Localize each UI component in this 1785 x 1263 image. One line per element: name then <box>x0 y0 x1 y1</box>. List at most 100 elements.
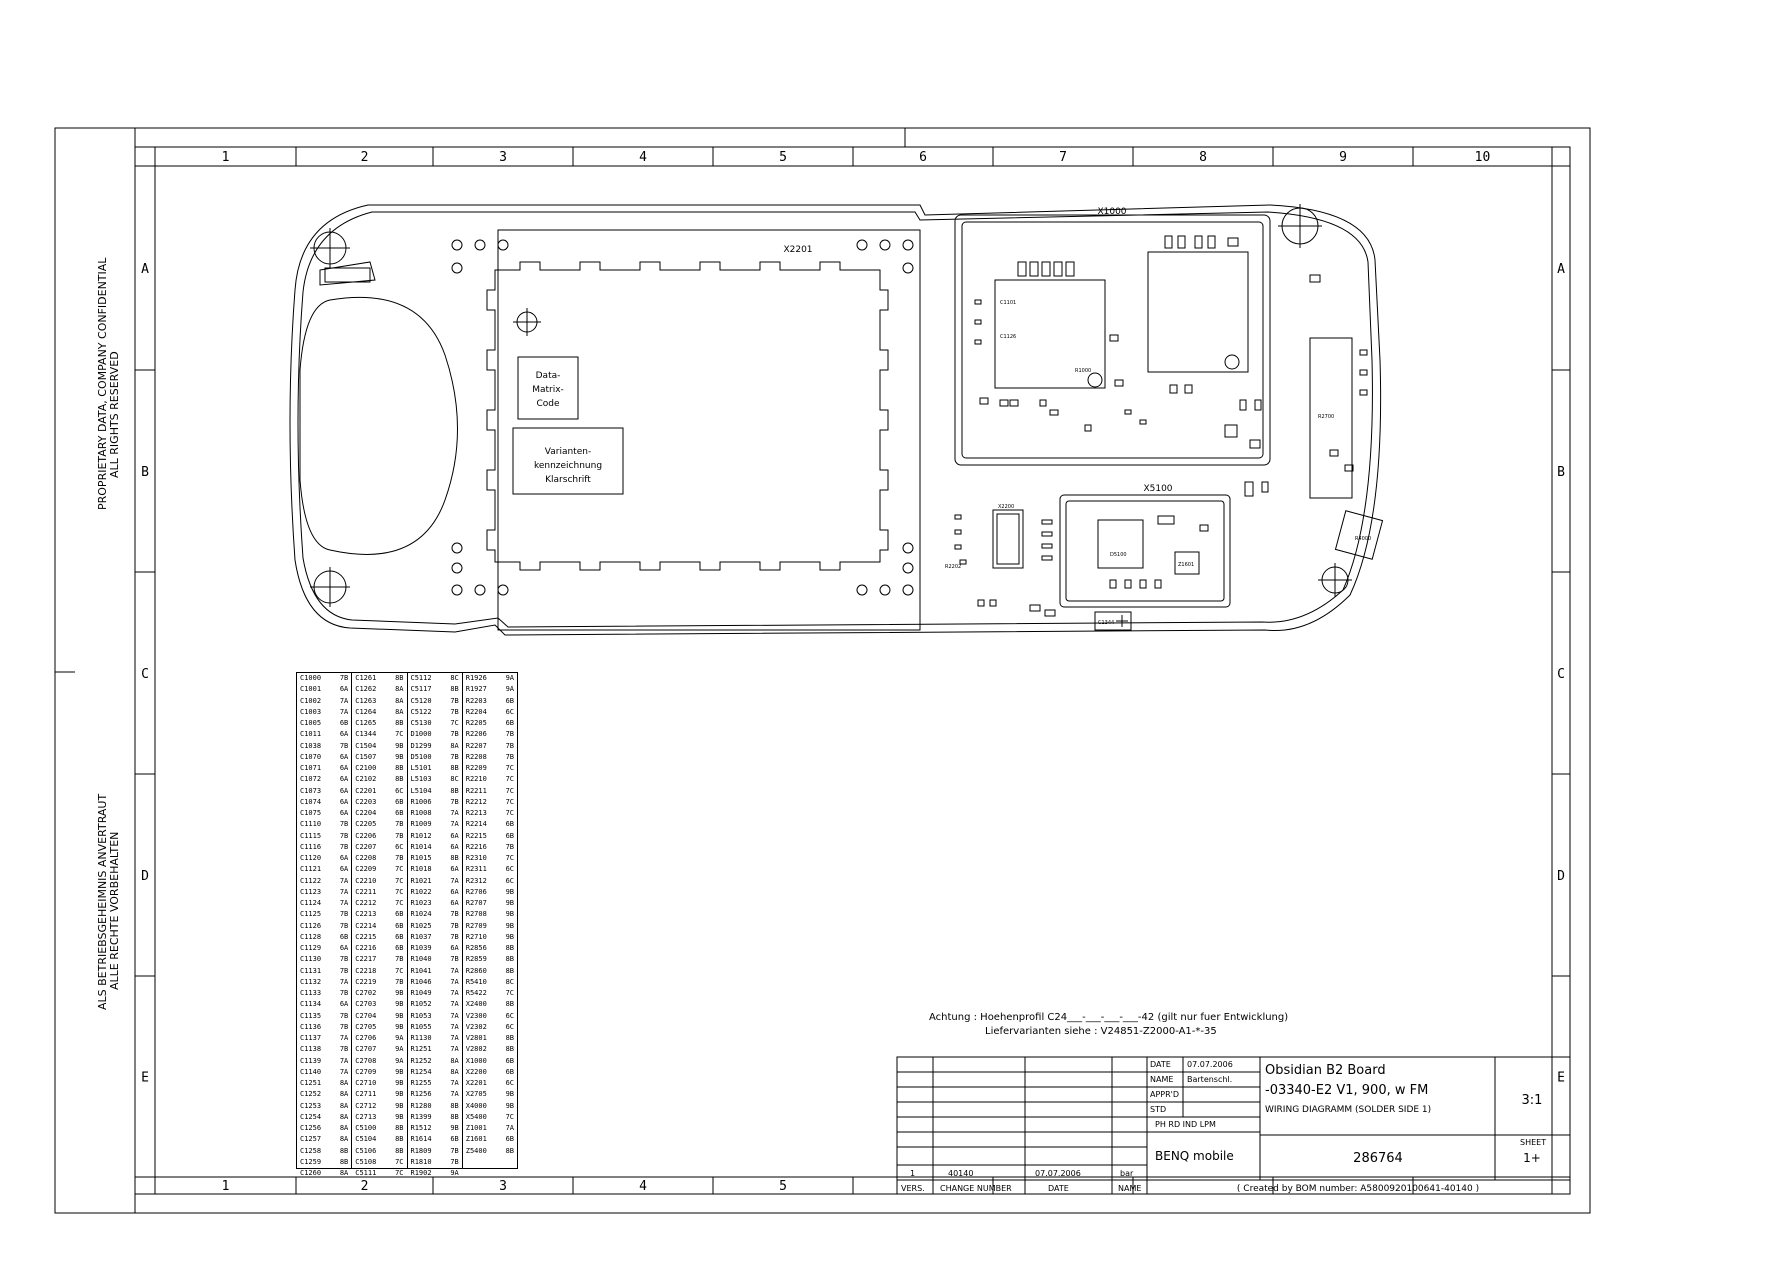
column-label: 9 <box>1339 150 1347 165</box>
component-pad <box>1041 531 1053 537</box>
part-label: C1344 <box>1098 620 1114 626</box>
board-variant: -03340-E2 V1, 900, w FM <box>1265 1083 1428 1098</box>
legend-grid-location: 8C <box>505 977 514 986</box>
legend-grid-location: 7C <box>505 775 514 784</box>
legend-grid-location: 7A <box>450 1034 459 1042</box>
legend-refdes: R2709 <box>465 921 487 930</box>
component-pad <box>1084 424 1092 432</box>
legend-grid-location: 9B <box>505 932 514 941</box>
legend-grid-location: 7A <box>450 809 459 817</box>
legend-refdes: C1263 <box>355 696 377 705</box>
legend-refdes: R1024 <box>410 910 432 919</box>
legend-row: C2218 7C <box>352 966 406 977</box>
header-change: CHANGE NUMBER <box>940 1184 1012 1193</box>
legend-grid-location: 6A <box>339 685 349 694</box>
header-date: DATE <box>1048 1184 1069 1193</box>
legend-grid-location: 9B <box>395 1090 404 1099</box>
variant-line1: Varianten- <box>545 447 591 457</box>
legend-grid-location: 7B <box>395 977 404 986</box>
legend-grid-location: 7B <box>450 696 459 705</box>
legend-grid-location: 7C <box>505 764 514 772</box>
legend-grid-location: 6C <box>395 786 404 795</box>
component-pad <box>1041 543 1053 549</box>
legend-grid-location: 7A <box>450 989 459 997</box>
legend-grid-location: 9B <box>505 910 514 919</box>
legend-grid-location: 8A <box>395 707 404 716</box>
datamatrix-line1: Data- <box>536 371 561 381</box>
component-pad <box>1184 384 1193 394</box>
mounting-hole <box>451 562 463 574</box>
legend-grid-location: 7A <box>450 1000 459 1009</box>
legend-grid-location: 7C <box>395 966 404 975</box>
legend-refdes: R1041 <box>410 966 432 975</box>
legend-refdes: C1507 <box>355 752 377 761</box>
legend-refdes: C2210 <box>355 876 377 885</box>
legend-refdes: V2802 <box>465 1045 487 1054</box>
legend-refdes: C2707 <box>355 1045 377 1054</box>
legend-refdes: R1254 <box>410 1067 432 1076</box>
legend-refdes: X4000 <box>465 1101 487 1110</box>
legend-grid-location: 7B <box>339 820 349 829</box>
legend-refdes: R2211 <box>465 786 487 795</box>
x5100-label: X5100 <box>1143 484 1172 494</box>
header-name: NAME <box>1118 1184 1141 1193</box>
part-label: R2202 <box>945 564 961 570</box>
scale-value: 3:1 <box>1522 1093 1543 1108</box>
legend-refdes: C1129 <box>300 944 322 952</box>
legend-refdes: X2200 <box>465 1067 487 1076</box>
legend-grid-location: 6A <box>339 944 349 952</box>
column-label: 1 <box>222 150 230 165</box>
legend-grid-location: 7B <box>339 955 349 964</box>
legend-refdes: R1018 <box>410 865 432 874</box>
component-pad <box>989 599 997 607</box>
legend-grid-location: 7B <box>450 1146 459 1155</box>
legend-grid-location: 7B <box>450 955 459 964</box>
delivery-variants-note: Liefervarianten siehe : V24851-Z2000-A1-… <box>985 1026 1217 1037</box>
legend-refdes: C2203 <box>355 797 377 806</box>
rev-name: bar <box>1120 1169 1134 1178</box>
legend-refdes: R2710 <box>465 932 487 941</box>
legend-grid-location: 7C <box>505 786 514 795</box>
legend-refdes: D5100 <box>410 752 432 761</box>
component-pad <box>954 544 962 550</box>
legend-grid-location: 7B <box>450 752 459 761</box>
legend-refdes: C1002 <box>300 696 322 705</box>
legend-refdes: C1122 <box>300 876 322 885</box>
legend-refdes: R2310 <box>465 854 487 862</box>
legend-grid-location: 7B <box>505 730 514 739</box>
legend-refdes: C2218 <box>355 966 377 975</box>
legend-grid-location: 8A <box>450 741 459 750</box>
legend-refdes: L5103 <box>410 775 432 784</box>
legend-refdes: R1022 <box>410 887 432 896</box>
legend-grid-location: 7A <box>450 966 459 975</box>
legend-refdes: R2214 <box>465 820 487 829</box>
